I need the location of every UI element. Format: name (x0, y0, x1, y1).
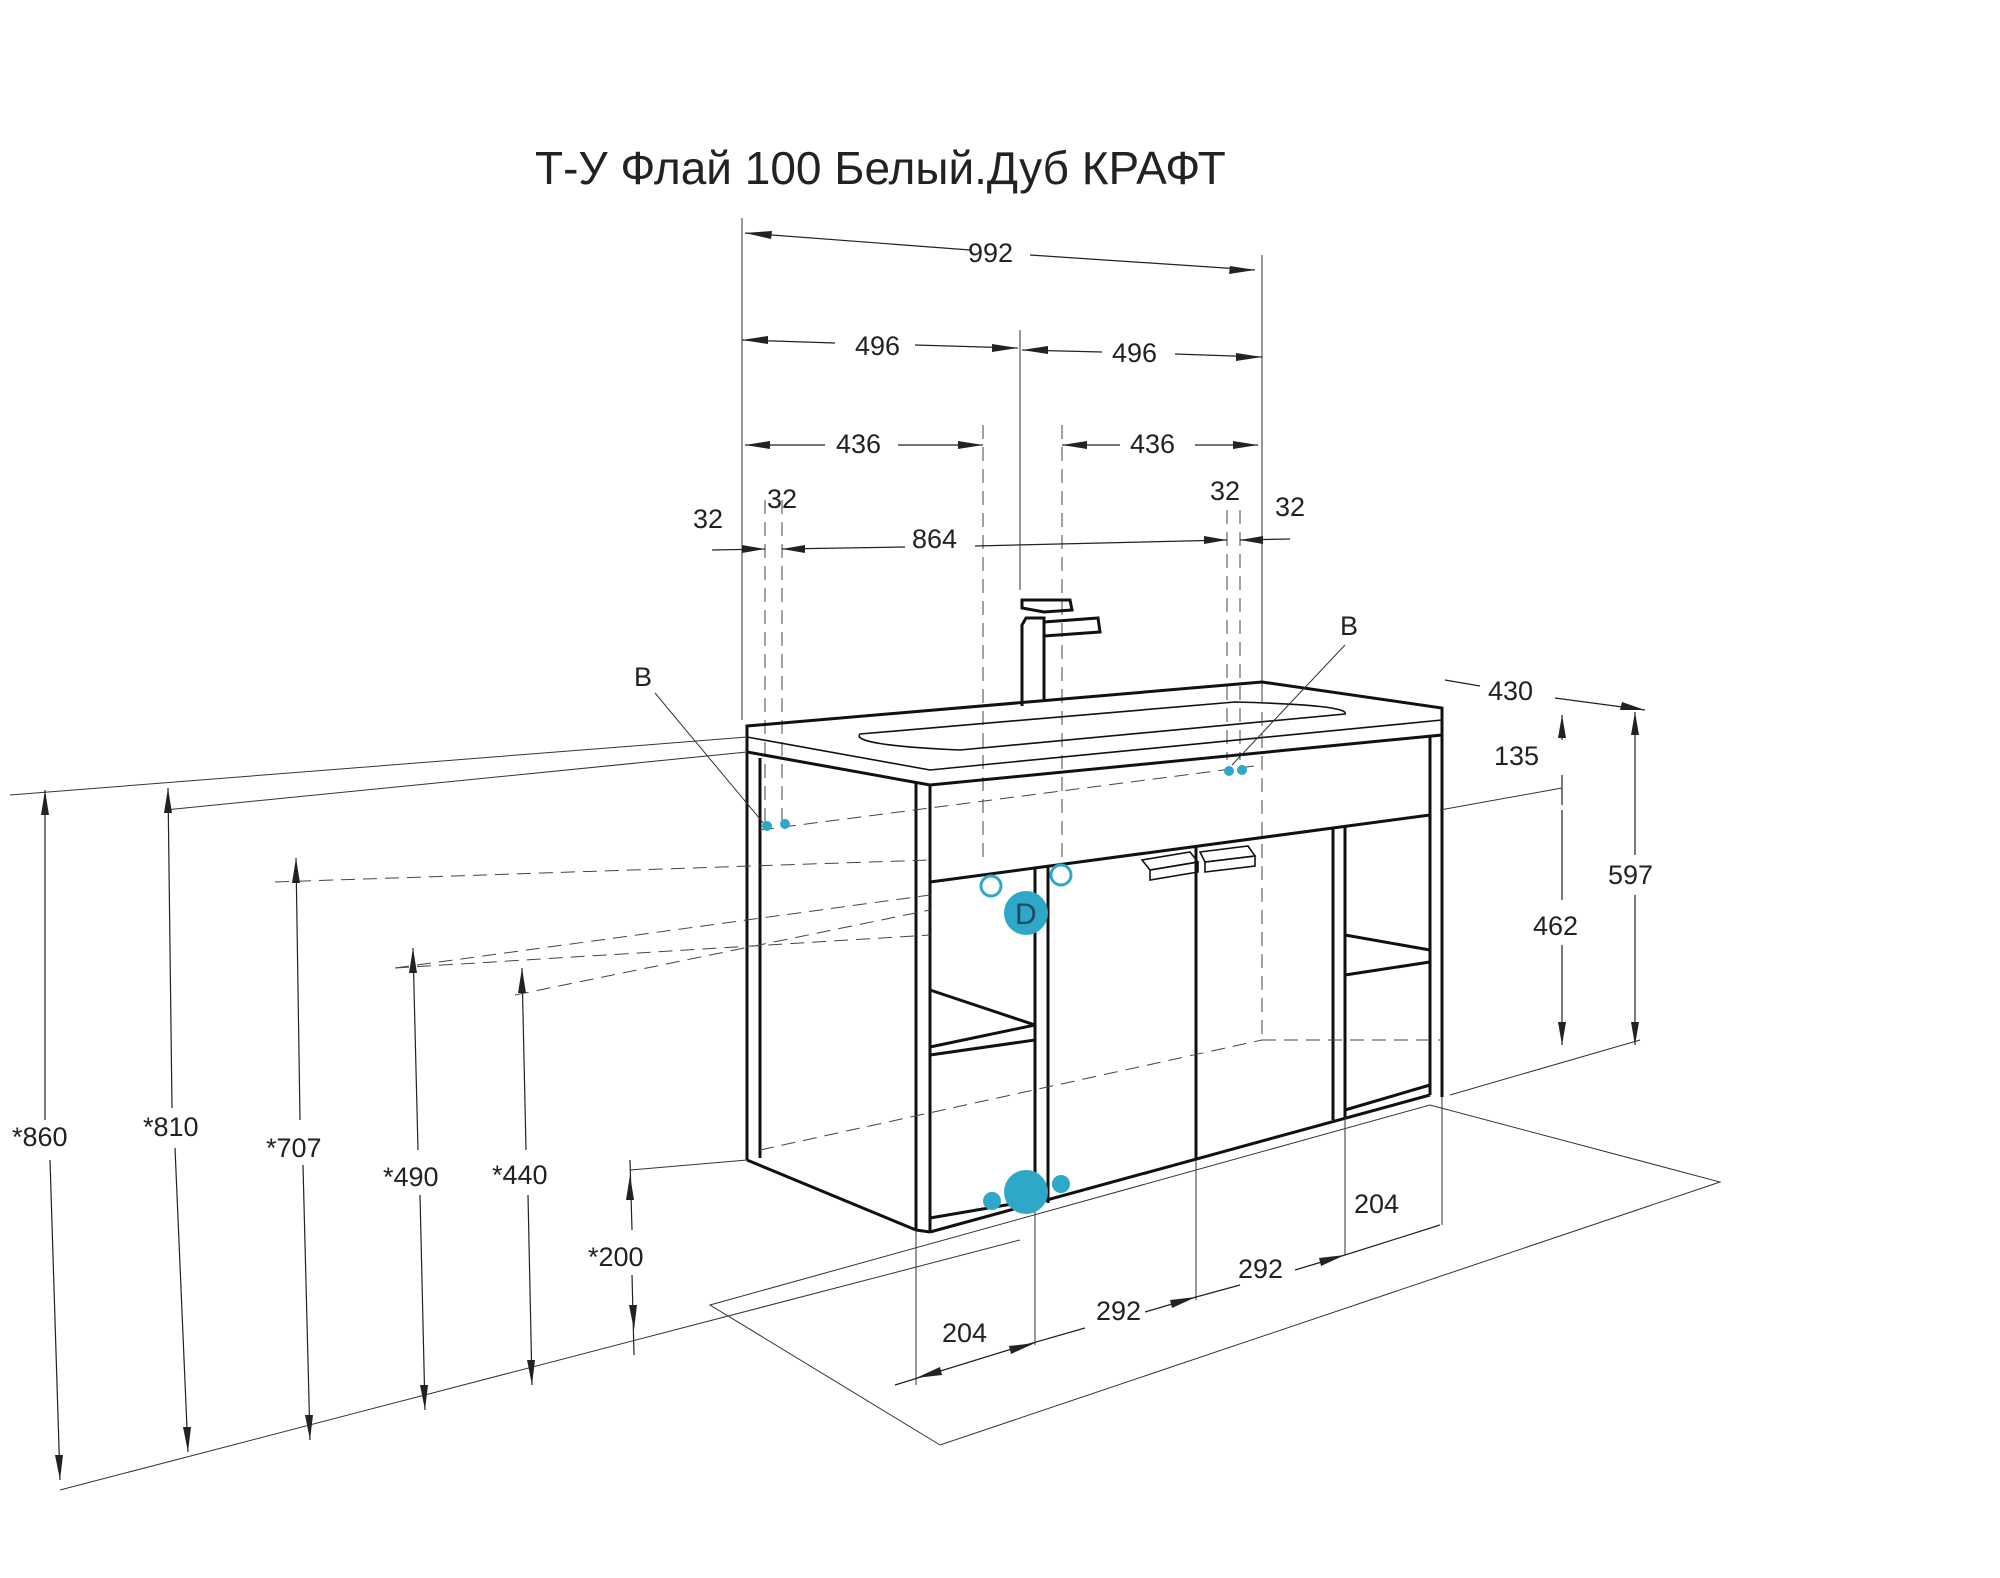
marker-c-icon (1049, 863, 1073, 887)
marker-d-icon (1004, 891, 1048, 935)
height-dimensions-left: *860 *810 *707 *490 *440 *200 (12, 787, 644, 1481)
dim-32-left-outer: 32 (693, 504, 723, 534)
dim-200: *200 (588, 1242, 644, 1272)
mount-hole-icon (762, 821, 772, 831)
marker-c-icon (983, 1192, 1001, 1210)
dim-floor-292-right: 292 (1238, 1254, 1283, 1284)
marker-b-left-label: B (634, 662, 652, 692)
dim-707: *707 (266, 1133, 322, 1163)
dim-floor-204-left: 204 (942, 1318, 987, 1348)
dim-597: 597 (1608, 860, 1653, 890)
marker-c-icon (979, 874, 1003, 898)
marker-b-right-label: B (1340, 611, 1358, 641)
drawing-title: Т-У Флай 100 Белый.Дуб КРАФТ (535, 142, 1226, 194)
dim-992: 992 (968, 238, 1013, 268)
mount-hole-icon (780, 819, 790, 829)
dim-135: 135 (1494, 741, 1539, 771)
marker-c-icon (1052, 1175, 1070, 1193)
mounting-markers: B B D (634, 611, 1358, 1214)
dim-440: *440 (492, 1160, 548, 1190)
dim-430: 430 (1488, 676, 1533, 706)
dim-496-right: 496 (1112, 338, 1157, 368)
dim-floor-292-left: 292 (1096, 1296, 1141, 1326)
dim-436-left: 436 (836, 429, 881, 459)
dim-490: *490 (383, 1162, 439, 1192)
dim-864: 864 (912, 524, 957, 554)
floor-plane (59, 690, 1722, 1491)
dim-32-right-outer: 32 (1275, 492, 1305, 522)
top-dimensions: 992 496 496 436 436 32 32 864 (693, 218, 1305, 860)
dim-436-right: 436 (1130, 429, 1175, 459)
mount-hole-icon (1237, 765, 1247, 775)
marker-d-icon (1004, 1170, 1048, 1214)
wall-reference-lines (9, 736, 1641, 1171)
marker-d-label: D (1015, 898, 1037, 931)
dim-860: *860 (12, 1122, 68, 1152)
right-dimensions: 430 135 462 597 (1444, 676, 1653, 1045)
dim-496-left: 496 (855, 331, 900, 361)
dim-32-left-inner: 32 (767, 484, 797, 514)
mount-hole-icon (1224, 766, 1234, 776)
cabinet-body (745, 680, 1444, 1234)
dim-462: 462 (1533, 911, 1578, 941)
dim-32-right-inner: 32 (1210, 476, 1240, 506)
dim-floor-204-right: 204 (1354, 1189, 1399, 1219)
floor-dimensions: 204 292 292 204 (894, 1097, 1443, 1386)
faucet-icon (1020, 598, 1102, 706)
dim-810: *810 (143, 1112, 199, 1142)
